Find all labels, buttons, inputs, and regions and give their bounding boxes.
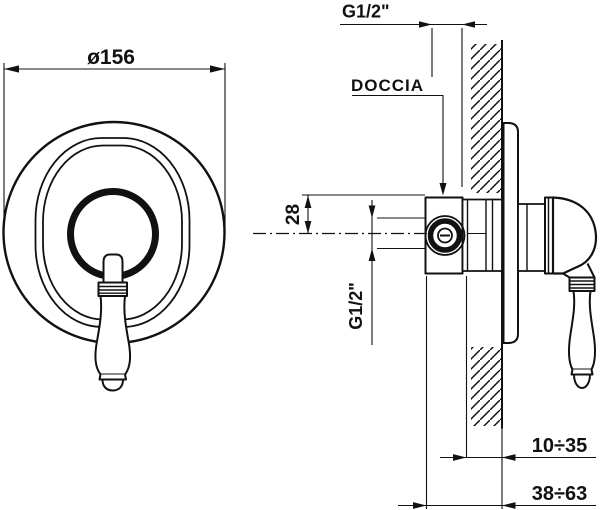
dimension-total-range bbox=[398, 502, 596, 509]
diameter-label: ø156 bbox=[87, 46, 135, 69]
dimension-offset-28 bbox=[302, 194, 425, 234]
offset-label: 28 bbox=[283, 204, 304, 225]
front-view bbox=[2, 120, 226, 392]
dimension-depth-range bbox=[425, 276, 596, 509]
lever-handle-side bbox=[567, 276, 597, 389]
valve-cartridge-cylinder bbox=[461, 198, 503, 272]
cap-cylinder bbox=[517, 203, 546, 272]
depth-range-label: 10÷35 bbox=[532, 435, 587, 457]
dimension-thread-inlet bbox=[368, 200, 376, 345]
handle-knob bbox=[101, 378, 124, 392]
dome-cap bbox=[551, 196, 598, 275]
side-view bbox=[253, 122, 598, 389]
handle-hub bbox=[102, 253, 124, 284]
wall-hatch-lower bbox=[471, 347, 502, 426]
dimension-thread-top bbox=[340, 21, 487, 187]
doccia-label: DOCCIA bbox=[351, 76, 424, 95]
arrowhead-right bbox=[210, 65, 225, 73]
leader-arrowhead bbox=[439, 183, 447, 196]
label-doccia-leader bbox=[352, 94, 447, 196]
dimension-diameter bbox=[3, 63, 226, 232]
overall-range-label: 38÷63 bbox=[532, 483, 587, 505]
wall-plate-side bbox=[502, 122, 519, 344]
handle-knob-side bbox=[573, 373, 591, 389]
thread-top-label: G1/2" bbox=[342, 2, 390, 22]
lever-handle-front bbox=[94, 253, 132, 392]
arrowhead-left bbox=[4, 65, 19, 73]
handle-collar bbox=[97, 281, 128, 297]
handle-body bbox=[94, 295, 132, 376]
handle-body-side bbox=[567, 290, 597, 371]
thread-inlet-label: G1/2" bbox=[346, 282, 366, 330]
inlet-boss bbox=[424, 215, 466, 256]
wall-hatch-upper bbox=[471, 44, 502, 193]
